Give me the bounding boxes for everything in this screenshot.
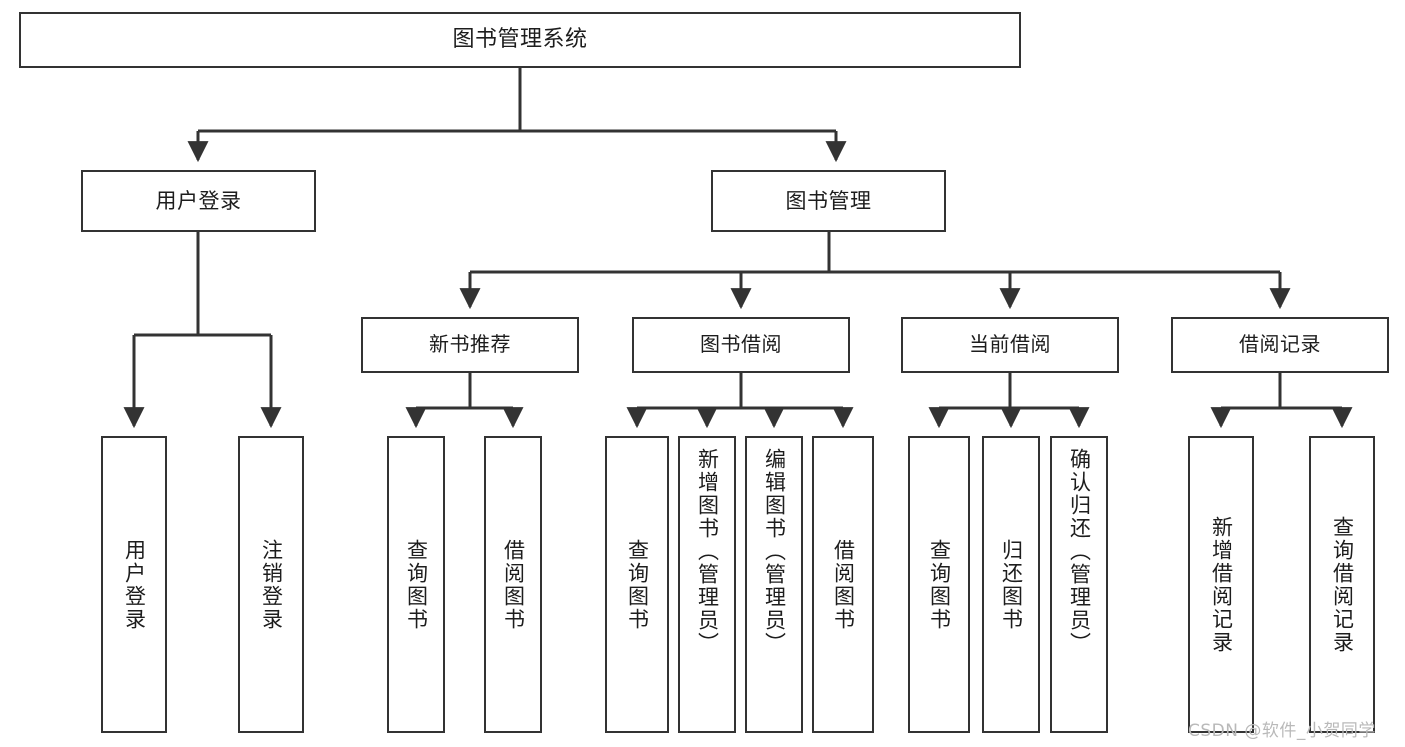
node-book-borrow-label: 图书借阅 <box>700 332 782 357</box>
leaf-user-login[interactable]: 用户登录 <box>101 436 167 733</box>
leaf-query-book-recommend-label: 查询图书 <box>404 538 429 631</box>
leaf-query-book-recommend[interactable]: 查询图书 <box>387 436 445 733</box>
leaf-logout[interactable]: 注销登录 <box>238 436 304 733</box>
leaf-add-borrow-record-label: 新增借阅记录 <box>1209 515 1234 654</box>
leaf-borrow-book[interactable]: 借阅图书 <box>812 436 874 733</box>
leaf-query-borrow-record-label: 查询借阅记录 <box>1330 515 1355 654</box>
leaf-query-book-borrow-label: 查询图书 <box>625 538 650 631</box>
leaf-borrow-book-recommend[interactable]: 借阅图书 <box>484 436 542 733</box>
leaf-query-book-borrow[interactable]: 查询图书 <box>605 436 669 733</box>
node-user-login[interactable]: 用户登录 <box>81 170 316 232</box>
leaf-edit-book-admin-label: 编辑图书（管理员） <box>762 448 787 655</box>
node-current-borrow[interactable]: 当前借阅 <box>901 317 1119 373</box>
leaf-query-borrow-record[interactable]: 查询借阅记录 <box>1309 436 1375 733</box>
node-book-borrow[interactable]: 图书借阅 <box>632 317 850 373</box>
leaf-borrow-book-label: 借阅图书 <box>831 538 856 631</box>
node-borrow-record[interactable]: 借阅记录 <box>1171 317 1389 373</box>
leaf-return-book[interactable]: 归还图书 <box>982 436 1040 733</box>
node-new-book-recommend[interactable]: 新书推荐 <box>361 317 579 373</box>
node-book-management-label: 图书管理 <box>785 188 872 213</box>
node-book-management[interactable]: 图书管理 <box>711 170 946 232</box>
leaf-query-book-current-label: 查询图书 <box>927 538 952 631</box>
leaf-confirm-return-admin[interactable]: 确认归还（管理员） <box>1050 436 1108 733</box>
leaf-edit-book-admin[interactable]: 编辑图书（管理员） <box>745 436 803 733</box>
node-borrow-record-label: 借阅记录 <box>1239 332 1321 357</box>
node-current-borrow-label: 当前借阅 <box>969 332 1051 357</box>
leaf-query-book-current[interactable]: 查询图书 <box>908 436 970 733</box>
leaf-logout-label: 注销登录 <box>259 538 284 631</box>
csdn-watermark: CSDN @软件_小贺同学 <box>1188 721 1376 741</box>
node-root[interactable]: 图书管理系统 <box>19 12 1021 68</box>
leaf-return-book-label: 归还图书 <box>999 538 1024 631</box>
leaf-add-book-admin-label: 新增图书（管理员） <box>695 448 720 655</box>
node-root-label: 图书管理系统 <box>452 27 588 53</box>
leaf-add-borrow-record[interactable]: 新增借阅记录 <box>1188 436 1254 733</box>
leaf-add-book-admin[interactable]: 新增图书（管理员） <box>678 436 736 733</box>
node-user-login-label: 用户登录 <box>155 188 242 213</box>
leaf-confirm-return-admin-label: 确认归还（管理员） <box>1067 448 1092 655</box>
node-new-book-recommend-label: 新书推荐 <box>429 332 511 357</box>
leaf-user-login-label: 用户登录 <box>122 538 147 631</box>
leaf-borrow-book-recommend-label: 借阅图书 <box>501 538 526 631</box>
